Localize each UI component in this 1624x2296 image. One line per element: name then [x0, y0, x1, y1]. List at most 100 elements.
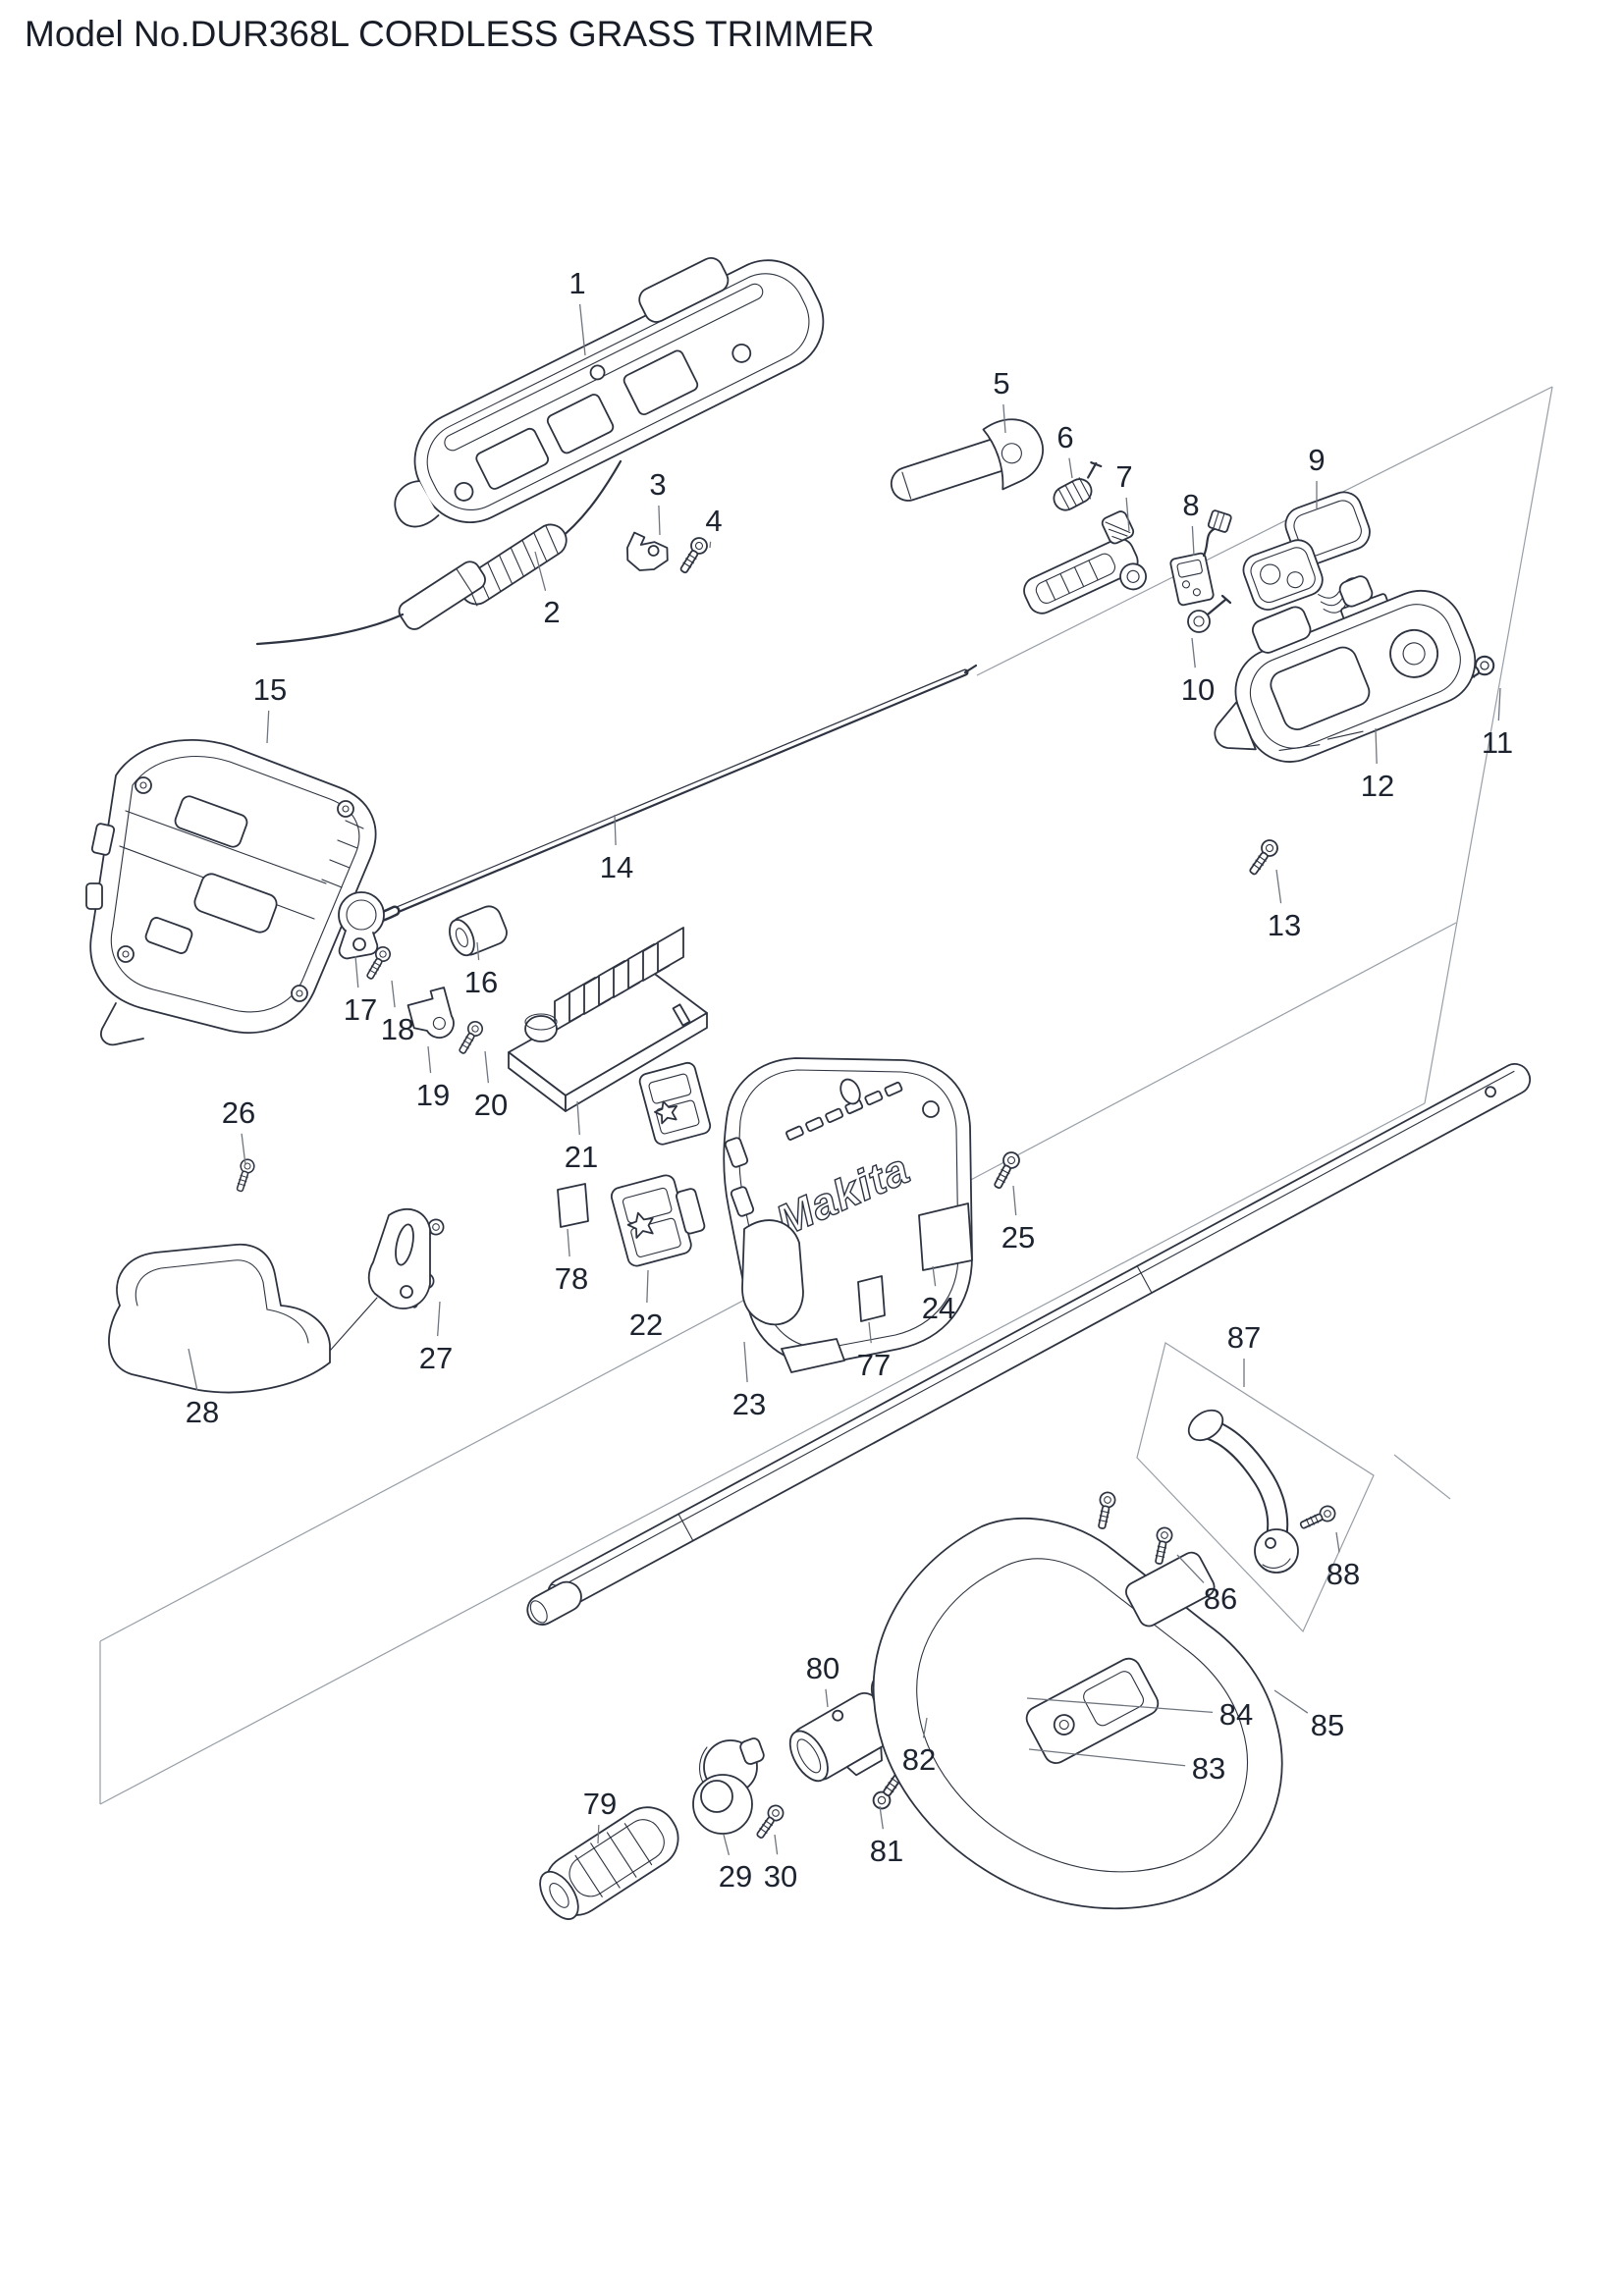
- leader-line-80: [825, 1688, 829, 1708]
- part-label-14: 14: [600, 850, 633, 884]
- part-16-sleeve: [449, 905, 508, 957]
- part-25-screw: [989, 1148, 1023, 1193]
- leader-line-6: [1068, 457, 1073, 479]
- part-label-19: 19: [416, 1078, 450, 1112]
- leader-line-79: [597, 1824, 600, 1844]
- part-label-26: 26: [222, 1095, 255, 1130]
- part-17-clamp: [338, 891, 385, 960]
- part-label-21: 21: [565, 1140, 598, 1174]
- part-label-24: 24: [922, 1291, 955, 1325]
- part-label-87: 87: [1227, 1320, 1261, 1355]
- part-78-sticker: [557, 1183, 589, 1228]
- leader-line-10: [1191, 637, 1196, 668]
- part-label-18: 18: [381, 1012, 414, 1046]
- part-88-screw: [1297, 1503, 1338, 1534]
- leader-line-19: [427, 1045, 432, 1074]
- part-label-30: 30: [764, 1859, 797, 1894]
- page-title: Model No.DUR368L CORDLESS GRASS TRIMMER: [25, 14, 875, 54]
- part-label-83: 83: [1192, 1751, 1225, 1786]
- part-label-11: 11: [1482, 725, 1513, 760]
- part-20-screw: [455, 1018, 486, 1057]
- leader-line-83: [1028, 1748, 1186, 1767]
- leader-line-8: [1191, 525, 1195, 557]
- part-label-80: 80: [806, 1651, 839, 1685]
- part-13-screw: [1244, 835, 1282, 879]
- part-label-77: 77: [857, 1348, 891, 1382]
- leader-line-18: [391, 980, 396, 1008]
- frame-line: [1424, 386, 1553, 1104]
- leader-line-16: [476, 941, 480, 961]
- part-77-sticker: [857, 1275, 886, 1322]
- part-21-controller: [508, 927, 708, 1112]
- part-label-20: 20: [474, 1088, 508, 1122]
- part-label-10: 10: [1181, 672, 1215, 707]
- leader-line-13: [1275, 869, 1282, 904]
- part-label-13: 13: [1268, 908, 1301, 942]
- part-28-bracket: [108, 1207, 431, 1394]
- part-30-screw: [752, 1801, 787, 1842]
- part-label-23: 23: [732, 1387, 766, 1421]
- part-label-29: 29: [719, 1859, 752, 1894]
- part-label-22: 22: [629, 1308, 663, 1342]
- leader-line-26: [241, 1133, 246, 1166]
- sub-assembly-box: [1136, 1342, 1375, 1633]
- leader-line-28: [188, 1348, 198, 1391]
- part-label-15: 15: [253, 672, 287, 707]
- leader-line-84: [1026, 1697, 1214, 1714]
- leader-line-23: [743, 1341, 748, 1383]
- leader-line-27: [437, 1301, 441, 1337]
- part-label-4: 4: [705, 504, 722, 538]
- frame-line: [1393, 1454, 1451, 1500]
- pipe-end-stub: [526, 1580, 582, 1626]
- part-label-8: 8: [1182, 488, 1199, 522]
- leader-line-24: [932, 1265, 937, 1287]
- part-6-spring: [1053, 461, 1103, 511]
- part-85-loop-handle: [872, 1517, 1283, 1910]
- part-label-1: 1: [568, 266, 585, 300]
- part-5-lever: [890, 418, 1044, 502]
- leader-line-82: [922, 1717, 928, 1738]
- part-8-switch: [1169, 509, 1232, 607]
- leader-line-1: [578, 303, 586, 356]
- leader-line-81: [879, 1805, 884, 1830]
- leader-line-17: [354, 955, 359, 988]
- part-label-2: 2: [543, 595, 560, 629]
- part-label-9: 9: [1308, 443, 1325, 477]
- part-label-88: 88: [1326, 1557, 1360, 1591]
- leader-line-22: [646, 1269, 649, 1304]
- part-86-screw-b: [1150, 1525, 1174, 1567]
- part-23-motor-housing: Makita: [723, 1057, 973, 1373]
- part-87-lock-lever-assembly: [1136, 1342, 1375, 1633]
- leader-line-11: [1497, 687, 1501, 721]
- pipe-assembly: [547, 1063, 1532, 1610]
- leader-line-88: [1335, 1531, 1340, 1553]
- leader-line-86: [1176, 1554, 1205, 1583]
- leader-line-15: [266, 710, 270, 744]
- part-7-lock-lever: [1023, 510, 1147, 614]
- leader-line-3: [658, 505, 661, 536]
- part-label-79: 79: [583, 1787, 617, 1821]
- part-label-86: 86: [1204, 1581, 1237, 1616]
- leader-line-12: [1375, 727, 1378, 765]
- part-label-78: 78: [555, 1261, 588, 1296]
- leader-line-5: [1002, 403, 1006, 434]
- part-label-85: 85: [1311, 1708, 1344, 1742]
- part-label-28: 28: [186, 1395, 219, 1429]
- part-label-25: 25: [1001, 1220, 1035, 1255]
- part-label-3: 3: [649, 467, 666, 502]
- part-14-drive-shaft: [344, 664, 978, 930]
- part-label-81: 81: [870, 1834, 903, 1868]
- part-3-clamp: [626, 531, 669, 571]
- part-label-27: 27: [419, 1341, 453, 1375]
- part-24-sticker: [918, 1202, 973, 1271]
- part-15-gear-housing: [85, 739, 377, 1046]
- leader-line-21: [576, 1100, 580, 1136]
- part-79-grip: [539, 1806, 679, 1920]
- part-86-screw-a: [1093, 1490, 1117, 1531]
- part-label-6: 6: [1056, 420, 1073, 454]
- part-26-screw: [232, 1156, 257, 1194]
- leader-line-4: [709, 541, 712, 549]
